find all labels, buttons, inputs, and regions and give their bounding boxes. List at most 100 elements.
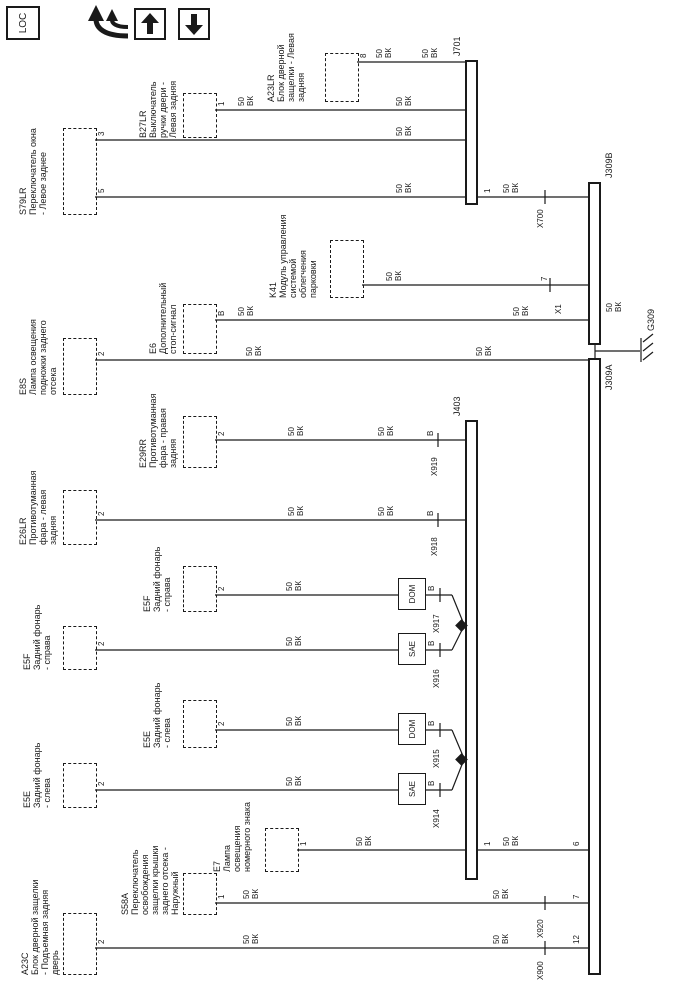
pin-label-j701-out: 1	[483, 188, 492, 193]
component-id: E26LR	[18, 517, 28, 545]
junction-bar-j309a[interactable]	[588, 358, 601, 975]
inline-connector-x916[interactable]: X916	[432, 669, 441, 688]
connector-pin-e5e-dom: В	[427, 720, 436, 726]
component-box-e7[interactable]	[265, 828, 299, 872]
inline-connector-x914[interactable]: X914	[432, 809, 441, 828]
component-box-a23lr[interactable]	[325, 53, 359, 102]
pin-label-e5e-dom: 2	[217, 721, 226, 726]
inline-connector-x1[interactable]: X1	[554, 304, 563, 314]
hotlink-hub-icon[interactable]	[84, 2, 130, 46]
junction-bar-j403[interactable]	[465, 420, 478, 880]
component-box-e5f-sae[interactable]	[63, 626, 97, 670]
component-box-e6[interactable]	[183, 304, 217, 354]
pin-label-a23c: 2	[97, 939, 106, 944]
component-desc: Задний фонарь - справа	[32, 604, 52, 670]
wire-segment	[451, 594, 464, 623]
component-desc: Переключатель освобождения защелки крышк…	[130, 845, 180, 915]
option-box-dom: DOM	[398, 578, 426, 610]
component-desc: Задний фонарь - слева	[152, 682, 172, 748]
pin-label-e5e-sae: 2	[97, 781, 106, 786]
pin-label-e26lr: 2	[97, 511, 106, 516]
inline-connector-x918[interactable]: X918	[430, 537, 439, 556]
loc-stamp[interactable]: LOC	[6, 6, 40, 40]
component-id: B27LR	[138, 110, 148, 138]
component-id: E29RR	[138, 438, 148, 468]
component-box-s79lr[interactable]	[63, 128, 97, 215]
component-box-e26lr[interactable]	[63, 490, 97, 545]
component-box-s58a[interactable]	[183, 873, 217, 915]
inline-connector-x700[interactable]: X700	[536, 209, 545, 228]
component-box-b27lr[interactable]	[183, 93, 217, 138]
component-box-e5f-dom[interactable]	[183, 566, 217, 612]
component-desc: Лампа освещения подножки заднего отсека	[28, 319, 58, 395]
wire-segment	[451, 761, 464, 791]
option-box-sae: SAE	[398, 633, 426, 665]
pin-label-e8s: 2	[97, 351, 106, 356]
pin-label-s58a: 1	[217, 894, 226, 899]
connector-pin-e5e-sae: В	[427, 780, 436, 786]
inline-connector-x920[interactable]: X920	[536, 919, 545, 938]
pin-label-j309a-12: 12	[572, 935, 581, 944]
inline-connector-x917[interactable]: X917	[432, 614, 441, 633]
junction-bar-j701[interactable]	[465, 60, 478, 205]
component-id: E5E	[22, 790, 32, 808]
component-desc: Блок дверной защелки - Подъемная задняя …	[30, 879, 60, 975]
inline-connector-x919[interactable]: X919	[430, 457, 439, 476]
component-id: S58A	[120, 892, 130, 915]
pin-label-e6: В	[217, 310, 226, 316]
inline-connector-x915[interactable]: X915	[432, 749, 441, 768]
pin-label-j309a-6: 6	[572, 841, 581, 846]
component-desc: Лампа освещения номерного знака	[222, 802, 252, 872]
component-desc: Блок дверной защелки - Левая задняя	[276, 33, 306, 102]
component-id: E8S	[18, 377, 28, 395]
component-box-k41[interactable]	[330, 240, 364, 298]
component-box-e5e-sae[interactable]	[63, 763, 97, 808]
nav-next-button[interactable]	[134, 8, 166, 40]
component-box-e29rr[interactable]	[183, 416, 217, 468]
component-box-e5e-dom[interactable]	[183, 700, 217, 748]
junction-bar-j309b[interactable]	[588, 182, 601, 345]
component-id: E5F	[22, 653, 32, 670]
pin-label-k41-7: 7	[540, 276, 549, 281]
component-id: S79LR	[18, 187, 28, 215]
component-desc: Переключатель окна - Левое заднее	[28, 128, 48, 215]
component-box-e8s[interactable]	[63, 338, 97, 395]
component-box-a23c[interactable]	[63, 913, 97, 975]
connector-pin-e26lr: В	[426, 510, 435, 516]
nav-prev-button[interactable]	[178, 8, 210, 40]
component-id: A23LR	[266, 74, 276, 102]
connector-pin-e5f-sae: В	[427, 640, 436, 646]
pin-label-e7: 1	[299, 841, 308, 846]
component-id: E6	[148, 342, 158, 354]
junction-label-j309a: J309A	[604, 364, 614, 390]
component-desc: Выключатель ручки двери - Левая задняя	[148, 80, 178, 138]
inline-connector-x900[interactable]: X900	[536, 961, 545, 980]
